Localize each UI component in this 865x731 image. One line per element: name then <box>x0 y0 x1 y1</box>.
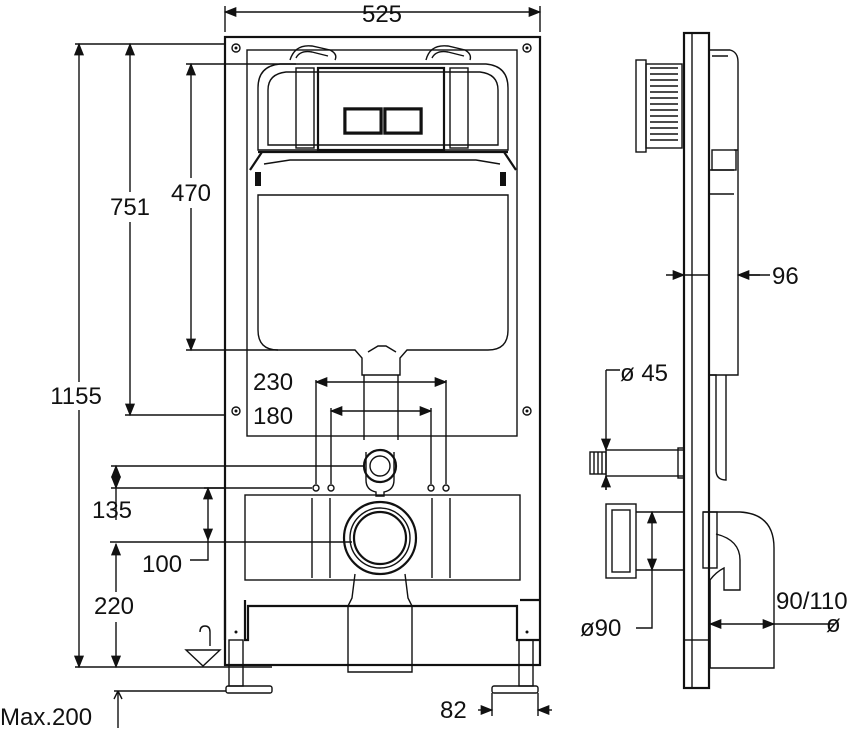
dim-overall-width: 525 <box>362 1 402 28</box>
side-inlet-pipe <box>605 449 685 477</box>
flush-button-left <box>343 107 383 135</box>
frame-legs <box>223 598 540 642</box>
frame-outer <box>223 35 542 667</box>
dim-inlet-diameter: ø 45 <box>620 360 668 387</box>
drain-pipe <box>347 573 413 673</box>
dim-bolt-spacing-inner: 180 <box>253 403 293 430</box>
side-view <box>589 31 775 690</box>
cistern-top-inner <box>267 71 499 146</box>
dim-max-leg-adjust: Max.200 <box>0 704 92 731</box>
waste-outlet <box>342 500 418 576</box>
feet <box>225 630 539 694</box>
water-inlet <box>362 448 398 484</box>
lift-hook-right <box>425 45 472 61</box>
dim-bolt-spacing-outer: 230 <box>253 369 293 396</box>
frame-lower-opening <box>244 494 521 581</box>
side-dimensions: 96 ø 45 ø90 90/110 ø <box>580 263 848 642</box>
dim-outlet-diameter: ø90 <box>580 615 621 642</box>
side-flush-plate <box>635 59 647 153</box>
frame-upper-opening <box>246 49 518 437</box>
dim-pan-connector-symbol: ø <box>826 611 841 638</box>
cistern-body <box>257 194 509 376</box>
dim-outlet-height: 220 <box>94 593 134 620</box>
dim-pan-connector: 90/110 <box>776 588 848 615</box>
dim-foot-width: 82 <box>440 697 467 724</box>
wc-bolts <box>312 484 450 492</box>
dim-inlet-to-bolts: 135 <box>92 497 132 524</box>
dim-side-depth: 96 <box>772 263 799 290</box>
side-pan-connector <box>703 511 775 669</box>
front-dimensions: 525 1155 751 470 230 180 135 100 <box>0 1 552 731</box>
flush-button-right <box>383 107 423 135</box>
flush-plate <box>316 66 446 152</box>
lift-hook-left <box>289 45 337 61</box>
floor-level-symbol <box>184 625 222 667</box>
dim-bolts-to-outlet: 100 <box>142 551 182 578</box>
front-view <box>184 35 542 694</box>
side-outlet-spigot <box>605 503 637 579</box>
dim-frame-upper-height: 751 <box>110 194 150 221</box>
dim-cistern-height: 470 <box>171 180 211 207</box>
cistern-top <box>257 63 509 151</box>
dim-total-height: 1155 <box>50 383 102 410</box>
side-frame-profile <box>682 31 711 690</box>
side-cistern <box>709 49 739 376</box>
corner-screws <box>231 43 532 416</box>
